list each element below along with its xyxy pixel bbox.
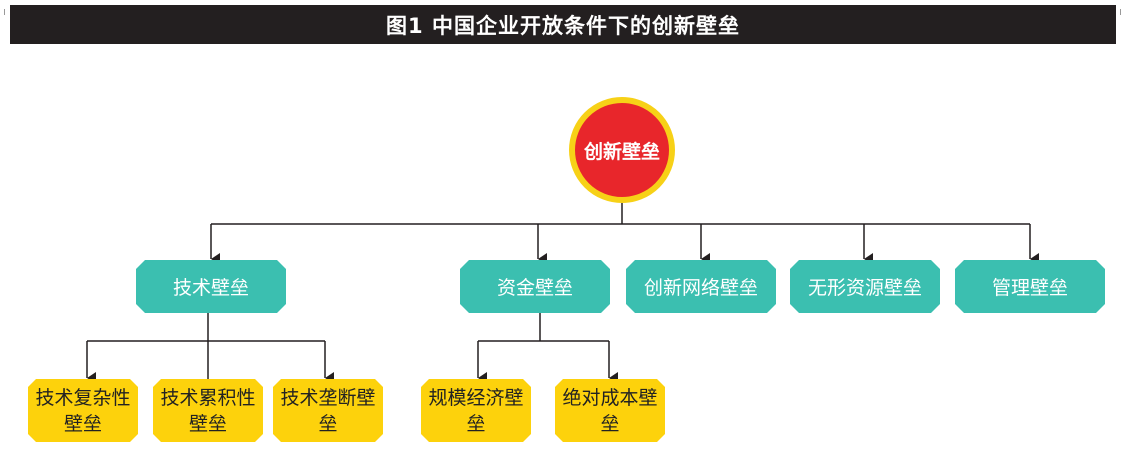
node-tech-barrier: 技术壁垒 (136, 260, 286, 313)
node-absolute-cost: 绝对成本壁垒 (555, 379, 665, 442)
node-capital-barrier: 资金壁垒 (460, 260, 610, 313)
node-tech-accumulation: 技术累积性壁垒 (153, 379, 263, 442)
figure-title: 图1 中国企业开放条件下的创新壁垒 (10, 5, 1116, 44)
crop-mark (1120, 9, 1121, 15)
node-network-barrier: 创新网络壁垒 (626, 260, 776, 313)
node-management-barrier: 管理壁垒 (955, 260, 1105, 313)
node-tech-monopoly: 技术垄断壁垒 (273, 379, 383, 442)
crop-mark (4, 9, 5, 15)
node-scale-economy: 规模经济壁垒 (421, 379, 531, 442)
node-tech-complexity: 技术复杂性壁垒 (28, 379, 138, 442)
root-node: 创新壁垒 (569, 97, 675, 203)
node-intangible-barrier: 无形资源壁垒 (790, 260, 940, 313)
